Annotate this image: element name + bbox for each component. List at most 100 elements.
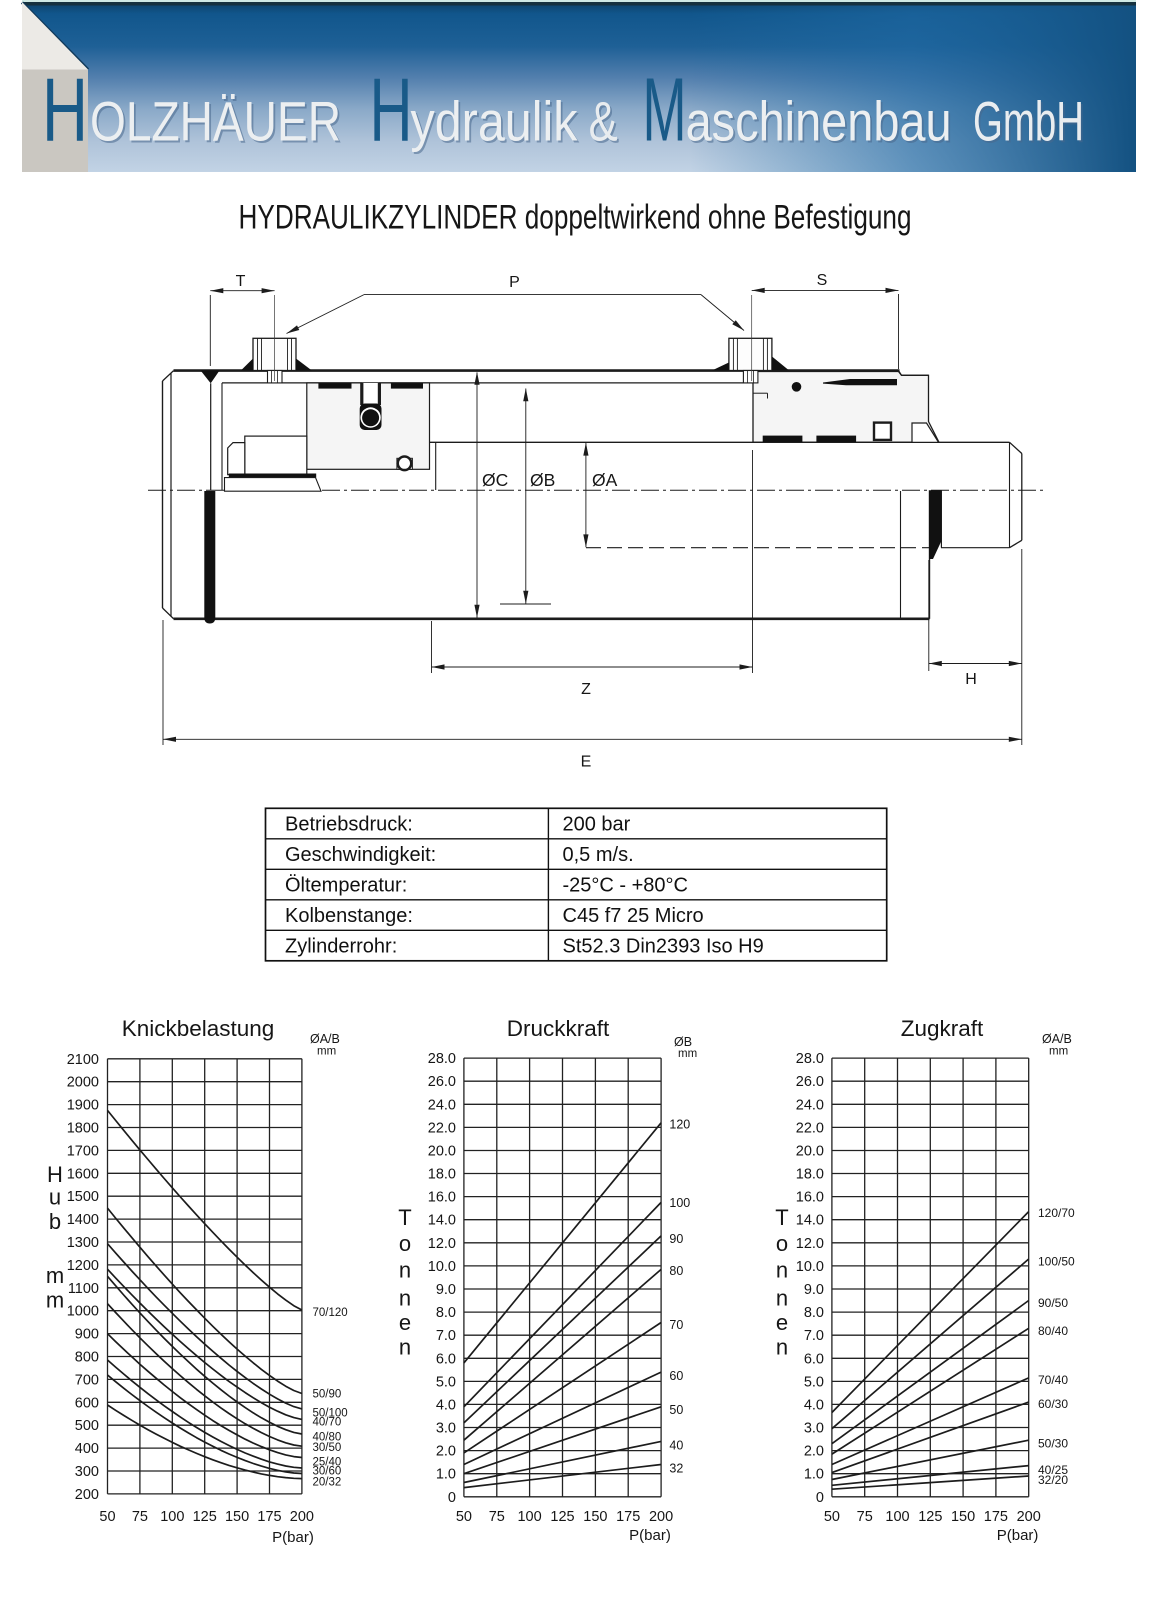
svg-text:b: b: [49, 1209, 61, 1234]
svg-text:800: 800: [75, 1350, 99, 1366]
svg-text:30/60: 30/60: [313, 1466, 342, 1478]
svg-text:1000: 1000: [67, 1304, 99, 1320]
svg-text:50/90: 50/90: [313, 1389, 342, 1401]
svg-text:90/50: 90/50: [1038, 1296, 1068, 1310]
svg-text:ØA: ØA: [592, 470, 618, 490]
svg-text:22.0: 22.0: [796, 1120, 824, 1136]
svg-text:ØB: ØB: [674, 1035, 692, 1049]
svg-text:T: T: [398, 1205, 411, 1230]
svg-text:0: 0: [816, 1490, 824, 1506]
svg-text:C45 f7 25 Micro: C45 f7 25 Micro: [563, 905, 704, 927]
svg-text:OLZHÄUER: OLZHÄUER: [90, 90, 341, 153]
svg-text:1100: 1100: [68, 1281, 99, 1297]
svg-text:32/20: 32/20: [1038, 1473, 1068, 1487]
svg-text:70: 70: [669, 1318, 683, 1332]
svg-text:175: 175: [616, 1509, 640, 1525]
svg-text:28.0: 28.0: [428, 1051, 456, 1067]
svg-text:24.0: 24.0: [428, 1097, 456, 1113]
svg-text:E: E: [581, 754, 592, 771]
svg-text:70/120: 70/120: [313, 1307, 348, 1319]
svg-text:2100: 2100: [67, 1052, 99, 1068]
svg-text:40: 40: [669, 1439, 683, 1453]
svg-text:S: S: [817, 272, 828, 289]
svg-text:9.0: 9.0: [804, 1282, 824, 1298]
svg-text:1800: 1800: [67, 1121, 99, 1137]
svg-text:75: 75: [132, 1509, 148, 1525]
svg-text:H: H: [42, 61, 88, 161]
svg-text:1600: 1600: [67, 1166, 99, 1182]
svg-text:75: 75: [489, 1509, 505, 1525]
svg-text:28.0: 28.0: [796, 1051, 824, 1067]
svg-text:16.0: 16.0: [796, 1190, 824, 1206]
svg-text:175: 175: [257, 1509, 281, 1525]
svg-text:Öltemperatur:: Öltemperatur:: [285, 875, 407, 897]
svg-text:120: 120: [669, 1118, 690, 1132]
svg-text:3.0: 3.0: [436, 1421, 456, 1437]
svg-text:150: 150: [951, 1509, 975, 1525]
svg-text:Zugkraft: Zugkraft: [901, 1016, 984, 1041]
svg-text:M: M: [643, 61, 687, 161]
svg-text:Geschwindigkeit:: Geschwindigkeit:: [285, 844, 436, 866]
svg-text:P(bar): P(bar): [629, 1527, 671, 1544]
svg-text:400: 400: [75, 1441, 99, 1457]
svg-text:2.0: 2.0: [436, 1444, 456, 1460]
svg-text:18.0: 18.0: [428, 1167, 456, 1183]
svg-text:40/70: 40/70: [313, 1417, 342, 1429]
svg-text:St52.3 Din2393 Iso H9: St52.3 Din2393 Iso H9: [563, 936, 764, 958]
svg-text:12.0: 12.0: [796, 1236, 824, 1252]
svg-text:10.0: 10.0: [796, 1259, 824, 1275]
svg-text:1.0: 1.0: [804, 1467, 824, 1483]
svg-text:n: n: [399, 1258, 411, 1283]
svg-text:175: 175: [984, 1509, 1008, 1525]
svg-text:16.0: 16.0: [428, 1190, 456, 1206]
svg-text:200: 200: [1017, 1509, 1041, 1525]
svg-text:H: H: [370, 61, 413, 161]
svg-text:200: 200: [290, 1509, 314, 1525]
svg-text:50: 50: [99, 1509, 115, 1525]
svg-text:mm: mm: [1049, 1046, 1068, 1058]
svg-text:500: 500: [75, 1418, 99, 1434]
svg-text:e: e: [399, 1310, 411, 1335]
svg-text:80: 80: [669, 1264, 683, 1278]
svg-text:125: 125: [550, 1509, 574, 1525]
svg-text:5.0: 5.0: [804, 1374, 824, 1390]
svg-text:n: n: [776, 1258, 788, 1283]
svg-text:26.0: 26.0: [428, 1074, 456, 1090]
svg-text:80/40: 80/40: [1038, 1324, 1068, 1338]
svg-text:&: &: [590, 91, 619, 154]
svg-text:50/30: 50/30: [1038, 1437, 1068, 1451]
svg-text:700: 700: [75, 1372, 99, 1388]
svg-text:8.0: 8.0: [804, 1305, 824, 1321]
svg-text:Kolbenstange:: Kolbenstange:: [285, 905, 413, 927]
svg-text:1200: 1200: [67, 1258, 99, 1274]
svg-text:GmbH: GmbH: [973, 90, 1084, 153]
svg-text:5.0: 5.0: [436, 1374, 456, 1390]
svg-text:100/50: 100/50: [1038, 1255, 1075, 1269]
svg-text:OLZHÄUER: OLZHÄUER: [92, 91, 343, 154]
svg-text:2.0: 2.0: [804, 1444, 824, 1460]
svg-text:1900: 1900: [67, 1098, 99, 1114]
svg-text:50: 50: [456, 1509, 472, 1525]
svg-text:0: 0: [448, 1490, 456, 1506]
svg-text:1300: 1300: [67, 1235, 99, 1251]
svg-text:1700: 1700: [67, 1143, 99, 1159]
svg-text:9.0: 9.0: [436, 1282, 456, 1298]
svg-text:mm: mm: [317, 1046, 336, 1058]
svg-text:Betriebsdruck:: Betriebsdruck:: [285, 814, 413, 836]
svg-text:18.0: 18.0: [796, 1167, 824, 1183]
svg-text:ydraulik: ydraulik: [411, 90, 579, 153]
svg-text:200: 200: [649, 1509, 673, 1525]
svg-text:8.0: 8.0: [436, 1305, 456, 1321]
svg-text:Druckkraft: Druckkraft: [507, 1016, 610, 1041]
svg-text:50: 50: [824, 1509, 840, 1525]
svg-text:ØC: ØC: [482, 470, 508, 490]
svg-text:ydraulik: ydraulik: [412, 91, 580, 154]
svg-text:Knickbelastung: Knickbelastung: [122, 1016, 275, 1041]
svg-text:50/100: 50/100: [313, 1408, 348, 1420]
svg-text:0,5 m/s.: 0,5 m/s.: [563, 844, 634, 866]
svg-text:24.0: 24.0: [796, 1097, 824, 1113]
svg-text:20/32: 20/32: [313, 1477, 342, 1489]
svg-text:150: 150: [583, 1509, 607, 1525]
svg-text:30/50: 30/50: [313, 1442, 342, 1454]
svg-text:200 bar: 200 bar: [563, 814, 631, 836]
